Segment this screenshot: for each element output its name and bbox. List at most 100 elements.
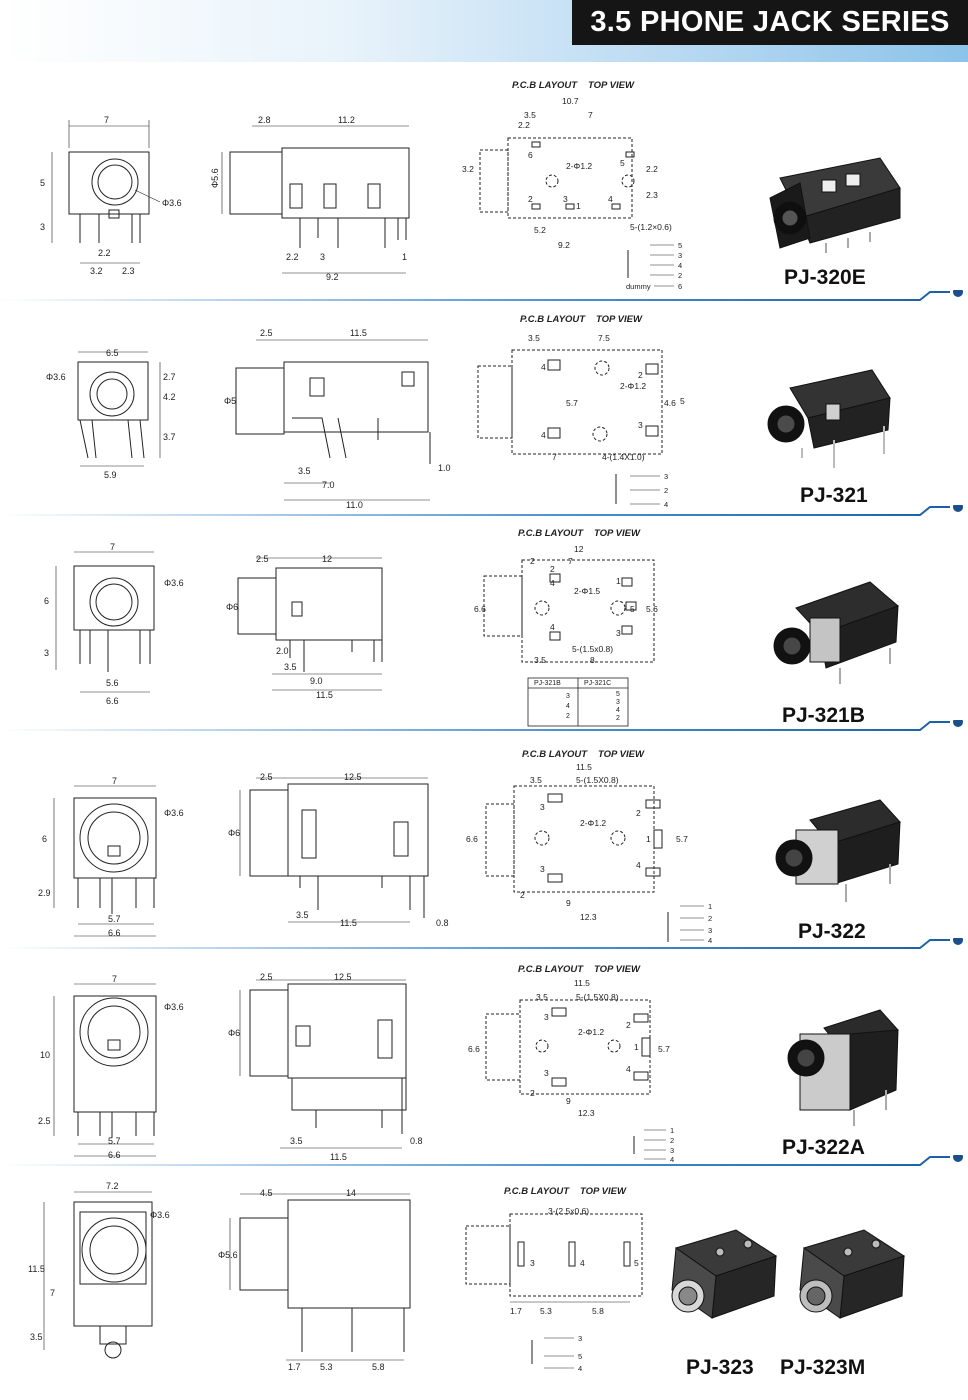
front-dim: Φ3.6 bbox=[164, 578, 184, 588]
side-dim: Φ5.6 bbox=[218, 1250, 238, 1260]
side-dim: 2.8 bbox=[258, 115, 271, 125]
pcb-pin: 3 bbox=[540, 864, 545, 874]
pin-schematic bbox=[627, 244, 674, 287]
side-dim: 12 bbox=[322, 554, 332, 564]
pcb-pin: 5 bbox=[620, 158, 625, 168]
side-dim: 11.5 bbox=[330, 1152, 347, 1162]
pj-320e-drawings: 7 5 3 Φ3.6 2.2 3.2 2.3 2.8 11.2 Φ5.6 2.2… bbox=[40, 80, 901, 291]
front-dim: Φ3.6 bbox=[164, 1002, 184, 1012]
pcb-dim: 11.5 bbox=[576, 762, 592, 772]
pcb-pin: 2 bbox=[550, 564, 555, 574]
pj-322a-drawings: 7 Φ3.6 10 2.5 5.7 6.6 2.5 12.5 Φ6 3.5 11… bbox=[38, 964, 899, 1164]
pcb-dim: 9 bbox=[566, 898, 571, 908]
variant-pin: 4 bbox=[616, 707, 620, 714]
pcb-dim: 2 bbox=[530, 556, 535, 566]
pcb-pin: 3 bbox=[544, 1012, 549, 1022]
pj-322-drawings: 7 Φ3.6 6 2.9 5.7 6.6 2.5 12.5 Φ6 3.5 11.… bbox=[38, 749, 901, 945]
pcb-dim: 2-Φ1.2 bbox=[580, 818, 606, 828]
pcb-dim: 2-Φ1.5 bbox=[574, 586, 600, 596]
pcb-pin: 2 bbox=[636, 808, 641, 818]
variant-name: PJ-321C bbox=[584, 680, 611, 687]
pcb-pin: 2 bbox=[638, 370, 643, 380]
schematic-pin: 1 bbox=[708, 902, 712, 911]
front-dim: 2.3 bbox=[122, 266, 135, 276]
pcb-dim: 1.7 bbox=[510, 1306, 522, 1316]
schematic-pin: dummy bbox=[626, 282, 651, 291]
side-dim: 3.5 bbox=[298, 466, 311, 476]
pcb-dim: 5.3 bbox=[540, 1306, 552, 1316]
pcb-dim: 3-(2.5x0.6) bbox=[548, 1206, 589, 1216]
pcb-dim: 2-Φ1.2 bbox=[566, 161, 592, 171]
pin-schematic bbox=[531, 1337, 574, 1369]
pcb-dim: 3.5 bbox=[524, 110, 536, 120]
pcb-layout bbox=[479, 137, 635, 219]
front-dim: 3 bbox=[40, 222, 45, 232]
pcb-layout bbox=[477, 349, 663, 455]
schematic-pin: 4 bbox=[670, 1155, 674, 1164]
pj-321-drawings: 6.5 Φ3.6 2.7 4.2 3.7 5.9 2.5 11.5 Φ5 3.5… bbox=[46, 314, 891, 510]
top-view-heading: TOP VIEW bbox=[598, 749, 645, 760]
front-dim: Φ3.6 bbox=[46, 372, 66, 382]
product-section-pj-322a: 7 Φ3.6 10 2.5 5.7 6.6 2.5 12.5 Φ6 3.5 11… bbox=[0, 958, 968, 1170]
front-dim: 6.6 bbox=[108, 928, 121, 938]
pcb-pin: 3 bbox=[563, 194, 568, 204]
front-dim: 7 bbox=[112, 776, 117, 786]
pcb-pin: 3 bbox=[540, 802, 545, 812]
section-divider bbox=[0, 505, 963, 516]
pcb-pin: 3 bbox=[616, 628, 621, 638]
pcb-dim: 5-(1.5X0.8) bbox=[576, 992, 619, 1002]
schematic-pin: 4 bbox=[578, 1364, 582, 1373]
side-dim: 4.5 bbox=[260, 1188, 273, 1198]
schematic-pin: 5 bbox=[678, 241, 682, 250]
pcb-dim: 5.7 bbox=[676, 834, 688, 844]
pcb-pin: 4 bbox=[626, 1064, 631, 1074]
front-dim: 5.9 bbox=[104, 470, 117, 480]
variant-pin: 3 bbox=[616, 699, 620, 706]
pcb-layout-heading: P.C.B LAYOUT bbox=[504, 1186, 570, 1197]
pcb-dim: 3.5 bbox=[534, 655, 546, 665]
product-section-pj-320e: 7 5 3 Φ3.6 2.2 3.2 2.3 2.8 11.2 Φ5.6 2.2… bbox=[0, 68, 968, 304]
schematic-pin: 3 bbox=[678, 251, 682, 260]
pcb-pin: 6 bbox=[528, 150, 533, 160]
front-dim: 6.6 bbox=[108, 1150, 121, 1160]
product-photo bbox=[767, 369, 891, 468]
top-view-heading: TOP VIEW bbox=[588, 80, 635, 91]
pcb-pin: 3 bbox=[638, 420, 643, 430]
front-dim: 7 bbox=[112, 974, 117, 984]
pcb-pin: 1 bbox=[616, 576, 621, 586]
side-dim: 2.5 bbox=[256, 554, 269, 564]
side-view bbox=[239, 777, 429, 923]
variant-name: PJ-321B bbox=[534, 680, 561, 687]
schematic-pin: 1 bbox=[670, 1126, 674, 1135]
variant-pin: 2 bbox=[616, 715, 620, 722]
schematic-pin: 3 bbox=[578, 1334, 582, 1343]
front-view bbox=[51, 120, 161, 264]
pcb-dim: 2-Φ1.2 bbox=[620, 381, 646, 391]
pcb-dim: 7 bbox=[552, 452, 557, 462]
side-dim: 2.5 bbox=[260, 328, 273, 338]
schematic-pin: 2 bbox=[670, 1136, 674, 1145]
pcb-dim: 4-(1.4X1.0) bbox=[602, 452, 645, 462]
side-dim: 14 bbox=[346, 1188, 356, 1198]
side-dim: 11.5 bbox=[316, 690, 333, 700]
front-dim: 10 bbox=[40, 1050, 50, 1060]
product-section-pj-323: 7.2 Φ3.6 11.5 7 3.5 4.5 14 Φ5.6 1.7 5.3 … bbox=[0, 1172, 968, 1400]
side-dim: 1.7 bbox=[288, 1362, 301, 1372]
side-dim: 12.5 bbox=[344, 772, 362, 782]
front-dim: 2.7 bbox=[163, 372, 176, 382]
pcb-pin: 5 bbox=[630, 604, 635, 614]
pcb-pads bbox=[547, 793, 663, 883]
pcb-layout-heading: P.C.B LAYOUT bbox=[512, 80, 578, 91]
model-label: PJ-320E bbox=[784, 266, 866, 289]
pcb-dim: 5.2 bbox=[534, 225, 546, 235]
pcb-layout bbox=[465, 1213, 643, 1297]
side-dim: 9.2 bbox=[326, 272, 339, 282]
front-dim: 2.5 bbox=[38, 1116, 51, 1126]
pcb-dim: 12.3 bbox=[578, 1108, 595, 1118]
front-dim: 5.7 bbox=[108, 1136, 121, 1146]
pcb-pin: 2 bbox=[528, 194, 533, 204]
pcb-dim: 5.6 bbox=[646, 604, 658, 614]
pcb-dim: 8 bbox=[590, 655, 595, 665]
schematic-pin: 4 bbox=[664, 500, 668, 509]
pcb-dim: 5 bbox=[680, 396, 685, 406]
